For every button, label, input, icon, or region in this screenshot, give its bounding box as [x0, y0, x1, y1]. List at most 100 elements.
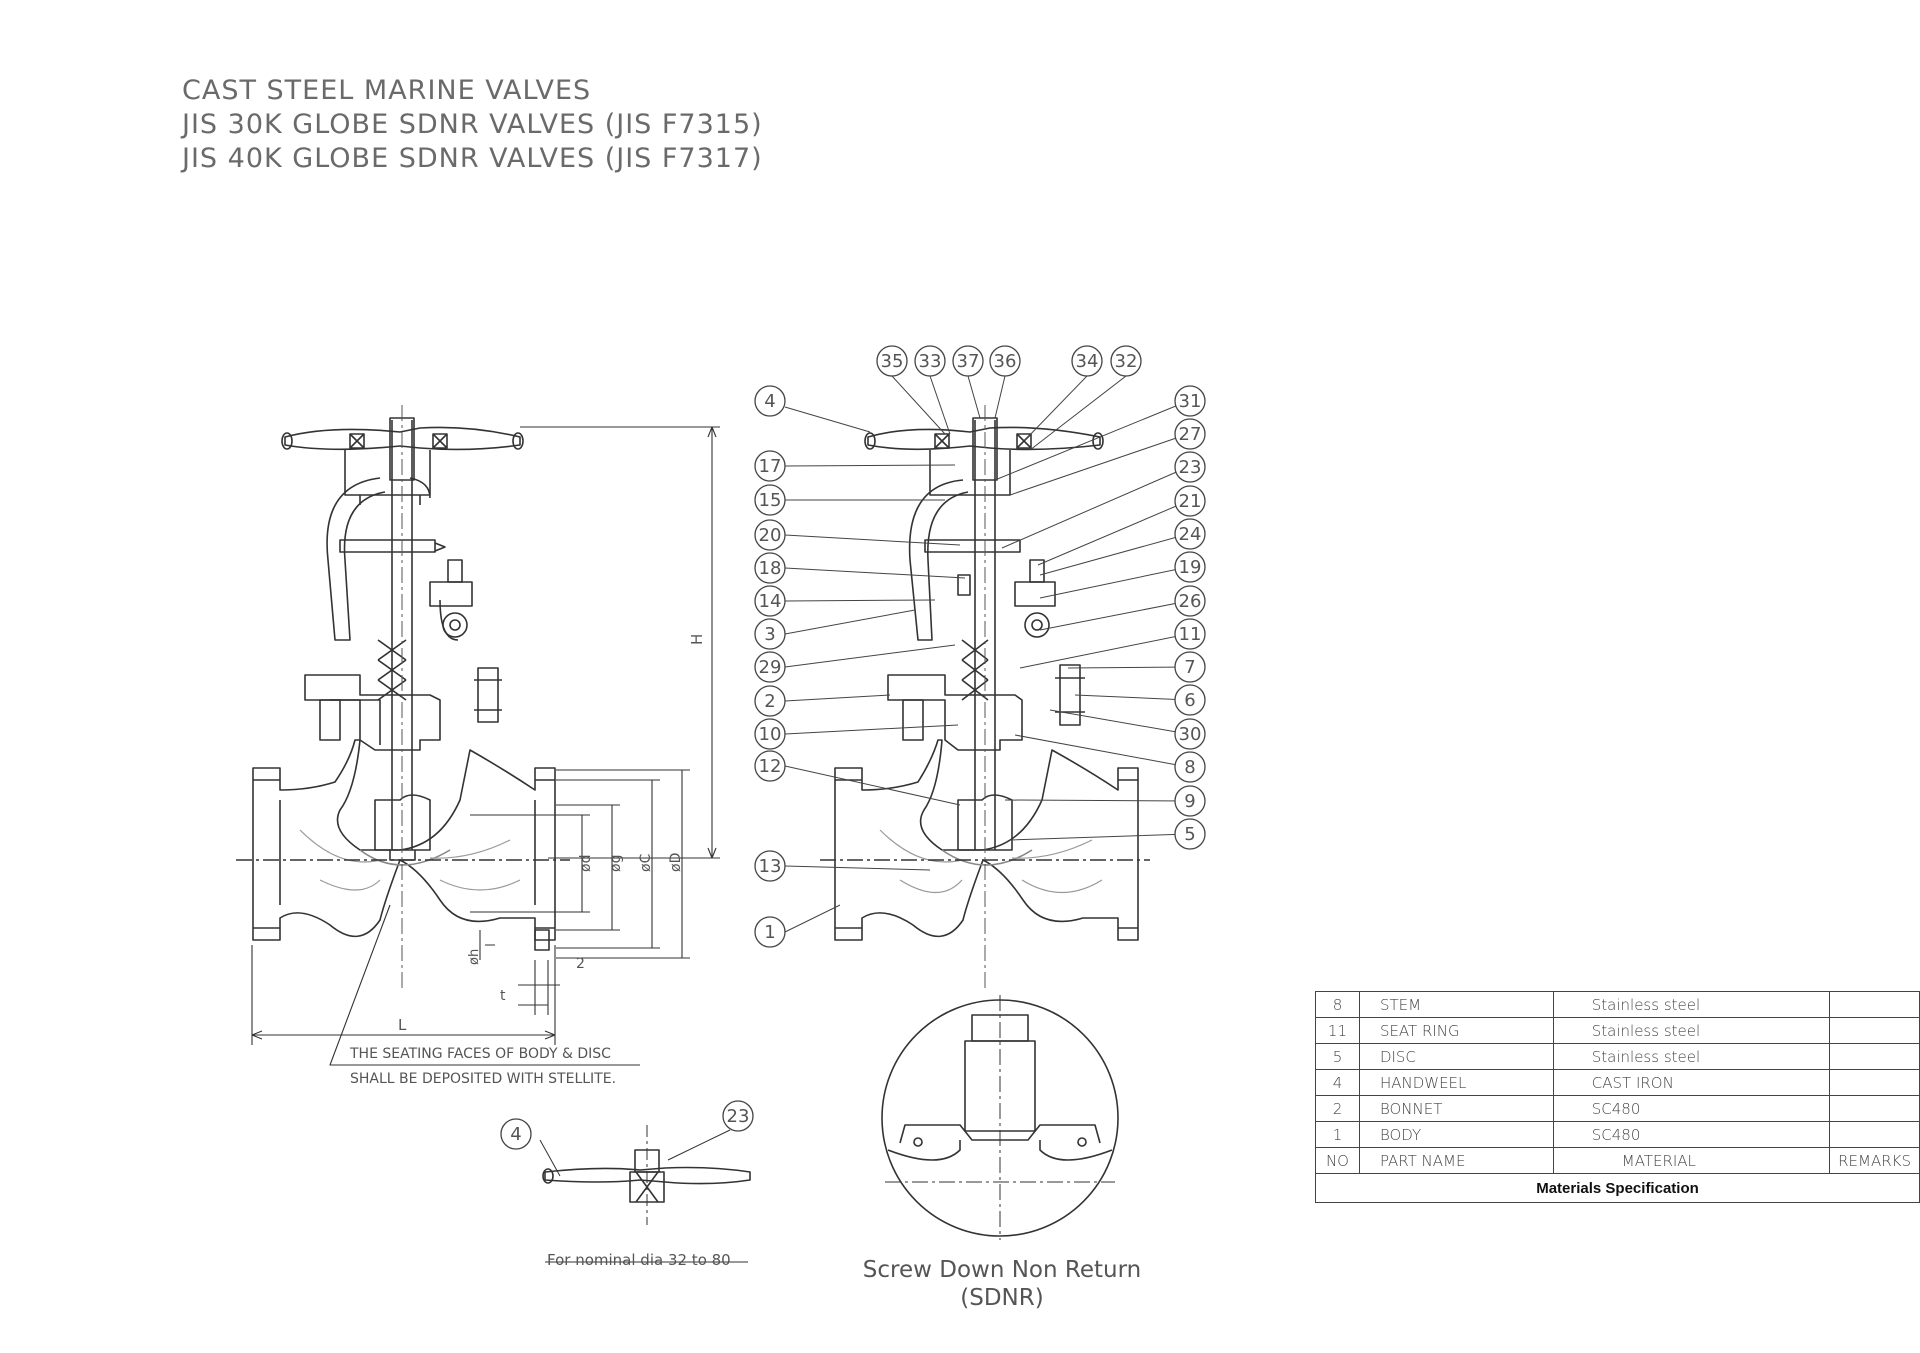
balloon-left-1-label: 1 [764, 922, 775, 943]
bom-cell-mat: Stainless steel [1552, 991, 1831, 1018]
bom-cell-no: 5 [1315, 1043, 1360, 1070]
bom-cell-rem [1829, 1095, 1920, 1122]
detail-caption-line-1: Screw Down Non Return [863, 1257, 1141, 1283]
bom-cell-mat: CAST IRON [1552, 1069, 1831, 1096]
balloon-right-26-label: 26 [1179, 591, 1202, 612]
note-line-2: SHALL BE DEPOSITED WITH STELLITE. [350, 1071, 616, 1087]
balloon-right-23: 23 [1174, 451, 1206, 483]
bom-cell-no: 4 [1315, 1069, 1360, 1096]
balloon-right-30-label: 30 [1179, 724, 1202, 745]
balloon-left-17-label: 17 [759, 456, 782, 477]
balloon-right-11: 11 [1174, 618, 1206, 650]
balloon-right-7-label: 7 [1184, 657, 1195, 678]
balloon-left-4-label: 4 [764, 391, 775, 412]
bom-cell-mat: SC480 [1552, 1121, 1831, 1148]
bom-cell-no: 1 [1315, 1121, 1360, 1148]
bom-cell-no: NO [1315, 1147, 1360, 1174]
dim-d: ød [578, 855, 594, 872]
bom-cell-pn: STEM [1358, 991, 1554, 1018]
balloon-left-14: 14 [754, 585, 786, 617]
balloon-right-23-label: 23 [1179, 457, 1202, 478]
balloon-left-20-label: 20 [759, 525, 782, 546]
balloon-top-37: 37 [952, 345, 984, 377]
dim-H: H [688, 634, 706, 645]
bom-cell-rem: REMARKS [1829, 1147, 1920, 1174]
balloon-right-27: 27 [1174, 418, 1206, 450]
balloon-top-37-label: 37 [957, 351, 980, 372]
balloon-small-right-label: 23 [727, 1106, 750, 1127]
balloon-right-5-label: 5 [1184, 824, 1195, 845]
balloon-right-27-label: 27 [1179, 424, 1202, 445]
balloon-right-8-label: 8 [1184, 757, 1195, 778]
balloon-right-6-label: 6 [1184, 690, 1195, 711]
balloon-left-3: 3 [754, 618, 786, 650]
bom-cell-mat: SC480 [1552, 1095, 1831, 1122]
title-line-3: JIS 40K GLOBE SDNR VALVES (JIS F7317) [182, 143, 763, 174]
balloon-top-34: 34 [1071, 345, 1103, 377]
right-valve-view [820, 405, 1150, 990]
balloon-left-10-label: 10 [759, 724, 782, 745]
small-view-caption: For nominal dia 32 to 80 [547, 1251, 731, 1269]
left-dimensions [251, 426, 720, 1066]
left-valve-view [236, 405, 570, 990]
balloon-left-12: 12 [754, 750, 786, 782]
title-block: CAST STEEL MARINE VALVES JIS 30K GLOBE S… [182, 74, 763, 176]
balloon-left-14-label: 14 [759, 591, 782, 612]
dim-h: øh [467, 949, 482, 965]
balloon-left-18: 18 [754, 552, 786, 584]
balloon-left-3-label: 3 [764, 624, 775, 645]
balloon-top-35: 35 [876, 345, 908, 377]
balloon-small-left: 4 [500, 1118, 532, 1150]
dim-L: L [398, 1016, 407, 1034]
balloon-right-21-label: 21 [1179, 491, 1202, 512]
bom-cell-pn: BODY [1358, 1121, 1554, 1148]
balloon-top-32-label: 32 [1115, 351, 1138, 372]
balloon-right-26: 26 [1174, 585, 1206, 617]
bom-footer-row: Materials Specification [1315, 1173, 1920, 1203]
small-handwheel-view [539, 1125, 751, 1263]
bom-cell-rem [1829, 1121, 1920, 1148]
bom-cell-rem [1829, 991, 1920, 1018]
balloon-right-5: 5 [1174, 818, 1206, 850]
balloon-right-21: 21 [1174, 485, 1206, 517]
bom-cell-pn: HANDWEEL [1358, 1069, 1554, 1096]
balloon-small-right: 23 [722, 1100, 754, 1132]
balloon-right-9-label: 9 [1184, 791, 1195, 812]
dim-C: øC [638, 853, 654, 872]
leader-lines [784, 375, 1189, 933]
bom-cell-mat: Stainless steel [1552, 1017, 1831, 1044]
balloon-left-15-label: 15 [759, 490, 782, 511]
bom-cell-mat: Stainless steel [1552, 1043, 1831, 1070]
balloon-right-19: 19 [1174, 551, 1206, 583]
balloon-left-13: 13 [754, 850, 786, 882]
title-line-1: CAST STEEL MARINE VALVES [182, 75, 592, 106]
dim-2: 2 [576, 956, 585, 972]
bom-cell-pn: DISC [1358, 1043, 1554, 1070]
balloon-right-9: 9 [1174, 785, 1206, 817]
balloon-left-2: 2 [754, 685, 786, 717]
balloon-top-36: 36 [989, 345, 1021, 377]
balloon-left-2-label: 2 [764, 691, 775, 712]
balloon-right-19-label: 19 [1179, 557, 1202, 578]
balloon-right-24-label: 24 [1179, 524, 1202, 545]
detail-caption-line-2: (SDNR) [960, 1285, 1043, 1311]
balloon-top-34-label: 34 [1076, 351, 1099, 372]
title-line-2: JIS 30K GLOBE SDNR VALVES (JIS F7315) [182, 109, 763, 140]
bom-cell-pn: BONNET [1358, 1095, 1554, 1122]
balloon-small-left-label: 4 [510, 1124, 521, 1145]
bom-footer-title: Materials Specification [1315, 1173, 1920, 1203]
balloon-left-20: 20 [754, 519, 786, 551]
balloon-left-10: 10 [754, 718, 786, 750]
balloon-right-11-label: 11 [1179, 624, 1202, 645]
bom-cell-no: 8 [1315, 991, 1360, 1018]
balloon-right-24: 24 [1174, 518, 1206, 550]
note-line-1: THE SEATING FACES OF BODY & DISC [349, 1046, 611, 1062]
balloon-right-7: 7 [1174, 651, 1206, 683]
